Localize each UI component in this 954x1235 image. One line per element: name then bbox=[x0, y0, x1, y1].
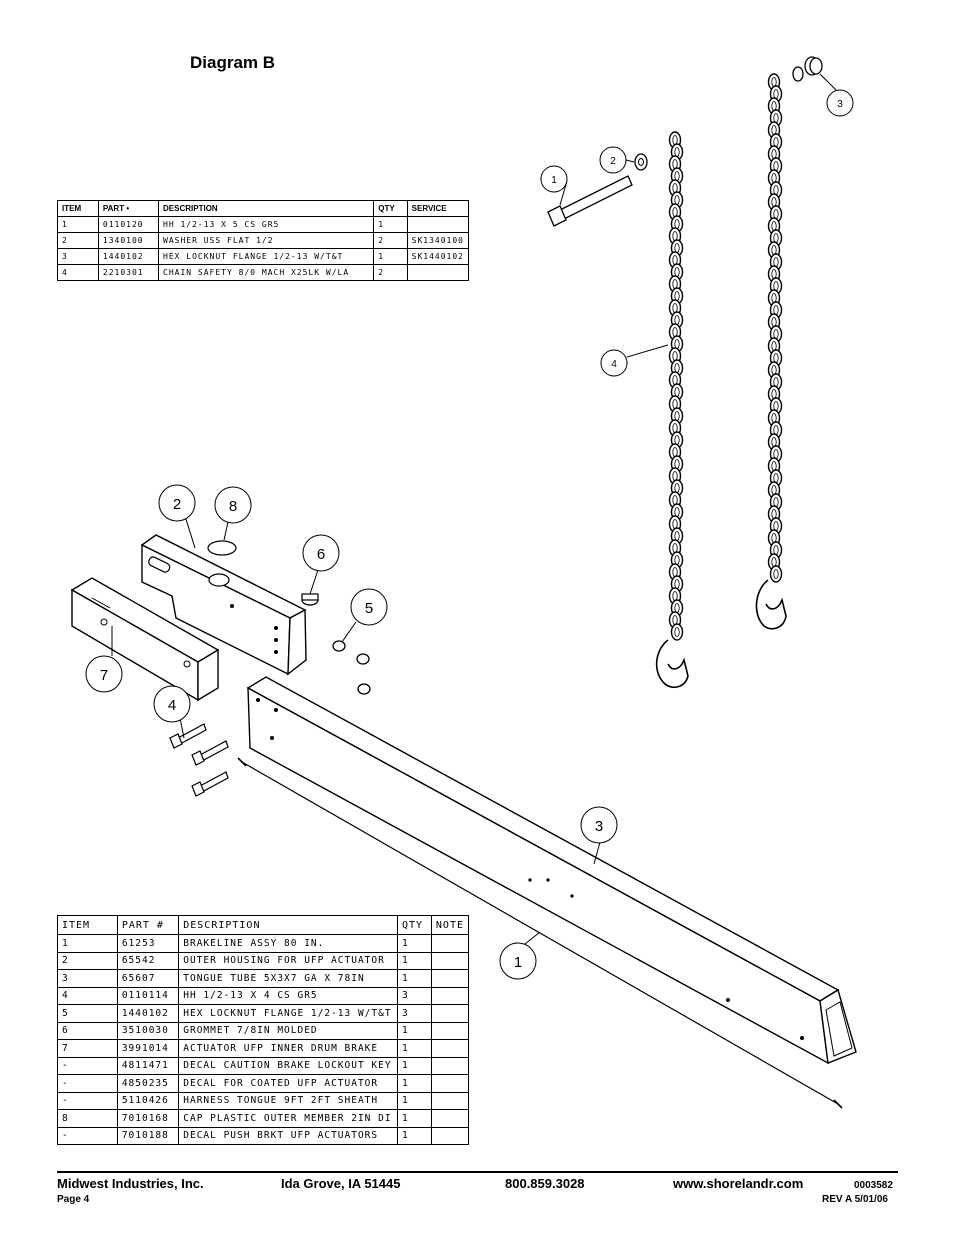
tongue-tube bbox=[246, 676, 857, 1065]
footer-revision: REV A 5/01/06 bbox=[822, 1194, 888, 1205]
grommet bbox=[301, 593, 319, 606]
svg-text:1: 1 bbox=[514, 954, 522, 971]
header-note: NOTE bbox=[430, 915, 470, 935]
footer-website: www.shorelandr.com bbox=[673, 1176, 804, 1191]
callout-lower-2: 2 bbox=[158, 484, 196, 522]
washer-and-locknut bbox=[792, 56, 823, 82]
callout-lower-5: 5 bbox=[350, 588, 388, 626]
cell-description: DECAL PUSH BRKT UFP ACTUATORS bbox=[178, 1126, 398, 1145]
svg-text:4: 4 bbox=[611, 359, 617, 370]
callout-upper-1: 1 bbox=[540, 165, 568, 193]
svg-text:3: 3 bbox=[595, 818, 603, 835]
callout-lower-7: 7 bbox=[85, 655, 123, 693]
svg-text:8: 8 bbox=[229, 498, 237, 515]
brakeline bbox=[237, 757, 843, 1109]
header-description: DESCRIPTION bbox=[178, 915, 398, 935]
cell-item: - bbox=[57, 1126, 118, 1145]
header-part: PART # bbox=[116, 915, 180, 935]
svg-text:2: 2 bbox=[610, 156, 616, 167]
safety-chain-left bbox=[668, 131, 684, 641]
callout-upper-3: 3 bbox=[826, 89, 854, 117]
cell-qty: 1 bbox=[373, 216, 408, 233]
cell-part: 7010188 bbox=[116, 1126, 180, 1145]
footer-city: Ida Grove, IA 51445 bbox=[281, 1176, 401, 1191]
svg-text:7: 7 bbox=[100, 667, 108, 684]
callout-upper-4: 4 bbox=[600, 349, 628, 377]
chain-hook-left bbox=[655, 639, 689, 689]
safety-chain-right bbox=[767, 73, 783, 583]
hex-locknuts bbox=[332, 640, 371, 695]
hex-bolt-1-2x5 bbox=[547, 175, 633, 227]
chain-hook-right bbox=[755, 579, 787, 630]
cell-extra bbox=[406, 264, 470, 281]
callout-lower-6: 6 bbox=[302, 534, 340, 572]
callout-upper-2: 2 bbox=[599, 146, 627, 174]
footer-rule bbox=[57, 1171, 898, 1173]
callout-lower-1: 1 bbox=[499, 942, 537, 980]
svg-text:3: 3 bbox=[837, 99, 843, 110]
cell-extra bbox=[430, 1126, 470, 1145]
footer-phone: 800.859.3028 bbox=[505, 1176, 585, 1191]
footer-page: Page 4 bbox=[57, 1194, 90, 1205]
cell-qty: 2 bbox=[373, 232, 408, 249]
svg-text:1: 1 bbox=[551, 175, 557, 186]
plastic-cap bbox=[207, 540, 237, 556]
svg-text:4: 4 bbox=[168, 697, 176, 714]
inner-actuator bbox=[70, 577, 220, 702]
svg-text:6: 6 bbox=[317, 546, 325, 563]
svg-text:2: 2 bbox=[173, 496, 181, 513]
table-header-row: ITEM PART # DESCRIPTION QTY NOTE bbox=[57, 915, 470, 935]
diagram-title: Diagram B bbox=[190, 53, 276, 72]
hex-bolts-1-2x4 bbox=[169, 723, 229, 797]
footer-company: Midwest Industries, Inc. bbox=[57, 1176, 204, 1191]
callout-lower-8: 8 bbox=[214, 486, 252, 524]
chain-link bbox=[670, 623, 684, 641]
outer-housing bbox=[140, 534, 307, 676]
callout-lower-4: 4 bbox=[153, 685, 191, 723]
cell-item: 4 bbox=[57, 264, 99, 281]
cell-part: 2210301 bbox=[97, 264, 160, 281]
chain-link bbox=[769, 565, 783, 583]
flat-washer bbox=[634, 153, 648, 171]
svg-text:5: 5 bbox=[365, 600, 373, 617]
footer-doc-number: 0003582 bbox=[854, 1180, 893, 1191]
callout-lower-3: 3 bbox=[580, 806, 618, 844]
cell-qty: 2 bbox=[373, 264, 408, 281]
